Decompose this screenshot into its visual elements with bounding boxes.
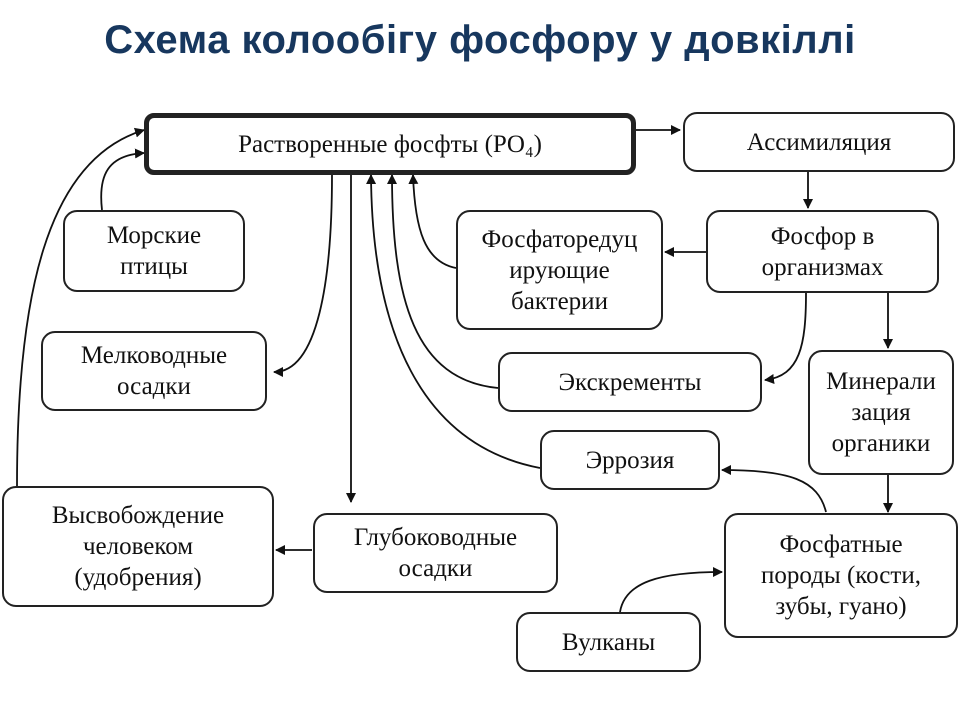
node-excrements: Экскременты <box>498 352 762 412</box>
arrow-erosion-to-dissolved <box>366 174 541 469</box>
node-mineralization: Минерали зация органики <box>808 350 954 475</box>
node-deep-sediments: Глубоководные осадки <box>313 513 558 593</box>
arrow-excrements-to-dissolved <box>387 174 499 389</box>
node-human-release: Высвобождение человеком (удобрения) <box>2 486 274 607</box>
node-assimilation: Ассимиляция <box>683 112 955 172</box>
node-volcanoes: Вулканы <box>516 612 701 672</box>
arrow-seabirds-to-dissolved <box>100 148 145 211</box>
node-shallow-sediments: Мелководные осадки <box>41 331 267 411</box>
arrow-human-to-dissolved <box>16 127 145 487</box>
arrow-organisms-to-excrements <box>764 292 807 384</box>
page-title: Схема колообігу фосфору у довкіллі <box>104 18 856 62</box>
node-phosphorus-in-organisms: Фосфор в организмах <box>706 210 939 293</box>
node-seabirds: Морские птицы <box>63 210 245 292</box>
node-phosphate-rocks: Фосфатные породы (кости, зубы, гуано) <box>724 513 958 638</box>
arrow-volcanoes-to-rocks <box>619 567 723 613</box>
arrow-bacteria-to-dissolved <box>408 174 457 269</box>
node-reducing-bacteria: Фосфаторедуц ирующие бактерии <box>456 210 663 330</box>
arrow-rocks-to-erosion <box>721 465 827 513</box>
node-dissolved-phosphates: Растворенные фосфты (PO₄) <box>144 113 636 175</box>
node-erosion: Эррозия <box>540 430 720 490</box>
arrow-dissolved-to-shallow <box>273 174 333 377</box>
